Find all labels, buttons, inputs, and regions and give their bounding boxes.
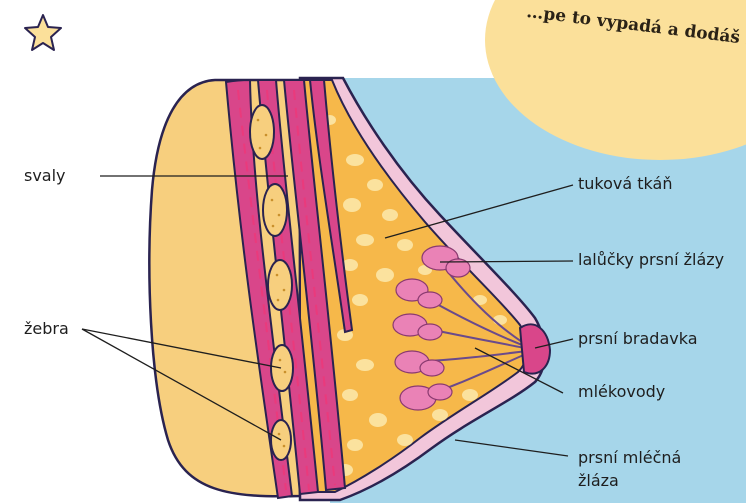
label-mlecna-zlaza-1: prsní mléčná [578, 447, 681, 469]
label-mlekovody: mlékovody [578, 381, 665, 403]
label-prsni-bradavka: prsní bradavka [578, 328, 698, 350]
label-lalucky: lalůčky prsní žlázy [578, 249, 724, 271]
label-zebra: žebra [24, 318, 69, 340]
label-svaly: svaly [24, 165, 66, 187]
label-tukova-tkan: tuková tkáň [578, 173, 672, 195]
star-icon [25, 15, 61, 50]
label-mlecna-zlaza-2: žláza [578, 470, 619, 492]
